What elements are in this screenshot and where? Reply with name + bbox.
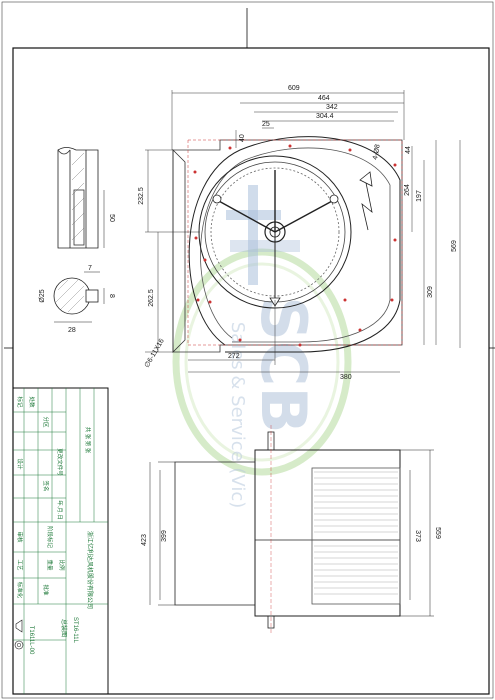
tb-drawing-name: 总装图 <box>60 619 68 637</box>
dim-40: 40 <box>239 134 246 142</box>
note-hole-pattern: 4-Ø8 <box>372 144 382 161</box>
tb-label-change-doc: 更改文件号 <box>56 448 64 476</box>
tb-product-code: ST16-11L <box>72 617 78 644</box>
dim-7: 7 <box>88 265 92 272</box>
dim-399: 399 <box>161 530 168 542</box>
dim-342: 342 <box>326 104 338 111</box>
dim-380: 380 <box>340 374 352 381</box>
dim-609: 609 <box>288 85 300 92</box>
dim-423: 423 <box>141 534 148 546</box>
tb-role-standard: 标准化 <box>16 582 24 599</box>
dim-25: 25 <box>262 121 270 128</box>
tb-company: 浙江亿利达风机股份有限公司 <box>86 531 94 609</box>
watermark-logo-text: SCB <box>247 296 320 433</box>
watermark-tagline: Sales & Service (Vic) <box>227 322 248 509</box>
dim-50: 50 <box>108 214 115 222</box>
tb-label-date: 年.月.日 <box>56 500 64 520</box>
dim-304-4: 304.4 <box>316 113 334 120</box>
tb-label-signature: 签名 <box>42 480 50 491</box>
projection-cone-icon <box>15 619 23 633</box>
tb-label-zone: 分区 <box>42 416 50 428</box>
dim-8: 8 <box>108 294 115 298</box>
dim-197: 197 <box>416 190 423 202</box>
dim-44: 44 <box>405 146 412 154</box>
tb-role-design: 设计 <box>16 458 24 470</box>
tb-drawing-number: T1611L-00 <box>28 626 34 655</box>
tb-label-mark: 标记 <box>16 396 24 408</box>
dim-569: 569 <box>451 240 458 252</box>
tb-sheet-count: 共 张 第 张 <box>84 427 92 454</box>
side-view <box>149 425 434 635</box>
dim-464: 464 <box>318 95 330 102</box>
title-block: 标记 处数 分区 更改文件号 签名 年.月.日 设计 审核 工艺 标准化 批准 … <box>12 387 109 695</box>
dim-dia-25: Ø25 <box>39 289 46 302</box>
tb-role-process: 工艺 <box>16 559 23 571</box>
dim-264: 264 <box>404 184 411 196</box>
tb-stage-mark: 阶段标记 <box>46 526 54 549</box>
dim-559: 559 <box>434 527 441 539</box>
front-view-dimensions <box>145 90 461 373</box>
drawing-frame <box>12 47 490 695</box>
dim-262-5: 262.5 <box>148 289 155 307</box>
dim-232-5: 232.5 <box>138 187 145 205</box>
shaft-key-view <box>57 147 105 249</box>
dim-272: 272 <box>228 353 240 360</box>
centering-marks <box>4 8 495 349</box>
tb-role-approve: 批准 <box>42 584 50 596</box>
tb-label-count: 处数 <box>28 396 36 408</box>
tb-role-review: 审核 <box>16 531 24 543</box>
shaft-section <box>53 271 105 323</box>
dim-309: 309 <box>427 286 434 298</box>
tb-scale: 比例 <box>58 559 66 571</box>
note-hole-spec: ∅6-11X16 <box>144 338 166 369</box>
projection-circle-icon <box>14 640 24 650</box>
tb-weight: 重量 <box>46 559 54 571</box>
dim-373: 373 <box>414 530 421 542</box>
dim-28: 28 <box>68 327 76 334</box>
